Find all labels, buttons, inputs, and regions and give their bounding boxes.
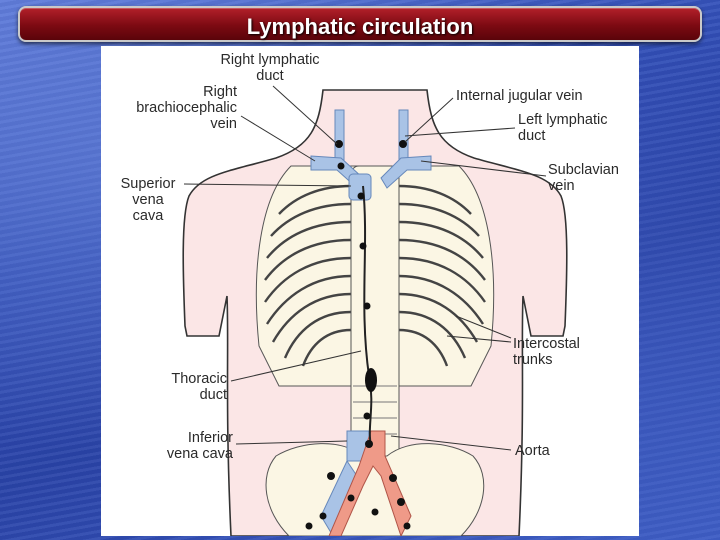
label-line: vena (132, 192, 164, 208)
label-line: Right (203, 84, 237, 100)
label-thoracic-duct: Thoracic duct (151, 371, 227, 403)
label-inferior-vena-cava: Inferior vena cava (141, 430, 233, 462)
label-line: Aorta (515, 443, 550, 459)
lymphatic-diagram: Right lymphatic duct Right brachiocephal… (101, 46, 639, 536)
label-subclavian-vein: Subclavian vein (548, 162, 619, 194)
label-line: trunks (513, 352, 553, 368)
label-right-brachiocephalic-vein: Right brachiocephalic vein (111, 84, 237, 132)
label-right-lymphatic-duct: Right lymphatic duct (205, 52, 335, 84)
label-line: duct (199, 387, 227, 403)
label-line: brachiocephalic (136, 100, 237, 116)
label-line: duct (256, 68, 284, 84)
arteries (328, 430, 412, 536)
label-line: vena cava (166, 446, 233, 462)
label-line: Subclavian (548, 162, 619, 178)
pelvis (265, 443, 485, 536)
label-internal-jugular-vein: Internal jugular vein (456, 88, 583, 104)
label-line: Internal jugular vein (456, 88, 583, 104)
label-line: cava (132, 208, 164, 224)
spine (350, 165, 400, 467)
ribs-right (398, 184, 486, 367)
label-line: duct (518, 128, 546, 144)
slide-title: Lymphatic circulation (246, 14, 474, 39)
anatomy-illustration (182, 85, 568, 536)
label-superior-vena-cava: Superior vena cava (113, 176, 183, 224)
leader-lines (183, 85, 547, 451)
label-line: Right lymphatic (220, 52, 320, 68)
label-intercostal-trunks: Intercostal trunks (513, 336, 580, 368)
label-left-lymphatic-duct: Left lymphatic duct (518, 112, 607, 144)
lymph-nodes (305, 140, 411, 530)
label-line: Left lymphatic (518, 112, 608, 128)
thoracic-duct (362, 185, 373, 447)
label-line: Thoracic (171, 371, 227, 387)
label-line: Intercostal (513, 336, 580, 352)
veins (310, 109, 432, 536)
label-line: Superior (120, 176, 176, 192)
label-line: vein (210, 116, 237, 132)
label-line: Inferior (187, 430, 233, 446)
slide-title-bar: Lymphatic circulation (18, 6, 702, 42)
label-line: vein (548, 178, 575, 194)
label-aorta: Aorta (515, 443, 550, 459)
